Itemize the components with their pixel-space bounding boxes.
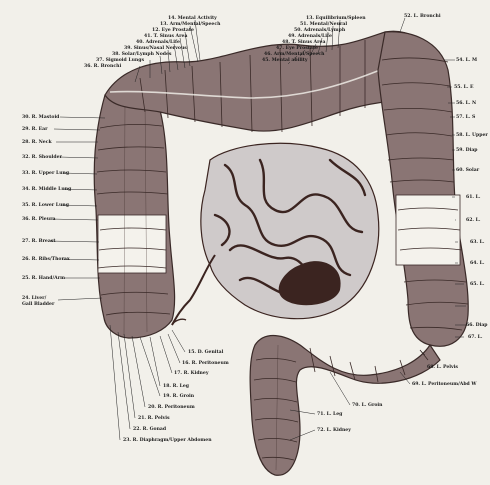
label-58: 58. L. Upper — [456, 133, 488, 138]
label-71-l-leg: 71. L. Leg — [317, 412, 342, 417]
label-34-r-middle-lung: 34. R. Middle Lung — [22, 187, 71, 192]
label-16-r-peritoneum: 16. R. Peritoneum — [182, 361, 229, 366]
label-19-r-groin: 19. R. Groin — [163, 394, 194, 399]
label-63: 63. L. — [470, 240, 484, 245]
label-21-r-pelvis: 21. R. Pelvis — [138, 416, 170, 421]
label-13-arm-mental-speech: 13. Arm/Mental/Speech — [160, 22, 221, 27]
label-68-l-pelvis: 68. L. Pelvis — [427, 365, 458, 370]
label-50-adrenals-lymph: 50. Adrenals/Lymph — [294, 28, 345, 33]
label-32-r-shoulder: 32. R. Shoulder — [22, 155, 62, 160]
label-57: 57. L. S — [456, 115, 475, 120]
label-65: 65. L. — [470, 282, 484, 287]
label-28-r-neck: 28. R. Neck — [22, 140, 52, 145]
label-14-mental-activity: 14. Mental Activity — [168, 16, 217, 21]
label-35-r-lower-lung: 35. R. Lower Lung — [22, 203, 69, 208]
label-24-liver: 24. Liver/ — [22, 296, 46, 301]
label-15-d-genital: 15. D. Genital — [188, 350, 223, 355]
label-27-r-breast: 27. R. Breast — [22, 239, 56, 244]
label-25-r-hand-arm: 25. R. Hand/Arm — [22, 276, 65, 281]
label-13-equilibrium-spleen: 13. Equilibrium/Spleen — [306, 16, 366, 21]
label-72-l-kidney: 72. L. Kidney — [317, 428, 351, 433]
label-39-sinus-nasal: 39. Sinus/Nasal Nervous — [124, 46, 187, 51]
label-47-eye-prostate: 47. Eye Prostate — [276, 46, 318, 51]
label-55: 55. L. E — [454, 85, 474, 90]
label-36-r-pleura: 36. R. Pleura — [22, 217, 55, 222]
label-29-r-ear: 29. R. Ear — [22, 127, 48, 132]
label-40-adrenals-life: 40. Adrenals/Life — [136, 40, 180, 45]
label-60: 60. Solar — [456, 168, 479, 173]
label-54: 54. L. M — [456, 58, 477, 63]
label-24-gall-bladder: Gall Bladder — [22, 302, 54, 307]
label-26-r-ribs-thorax: 26. R. Ribs/Thorax — [22, 257, 70, 262]
label-48-t-sinus-area: 48. T. Sinus Area — [282, 40, 325, 45]
descending-colon — [378, 32, 468, 346]
label-66: 66. Diap — [466, 323, 488, 328]
label-45-mental-ability: 45. Mental ability — [262, 58, 308, 63]
label-33-r-upper-lung: 33. R. Upper Lung — [22, 171, 69, 176]
label-12-eye-prostate: 12. Eye Prostate — [152, 28, 194, 33]
label-20-r-peritoneum: 20. R. Peritoneum — [148, 405, 195, 410]
label-37-sigmoid-lungs: 37. Sigmoid Lungs — [96, 58, 144, 63]
sigmoid-colon — [250, 336, 440, 476]
label-59: 59. Diap — [456, 148, 478, 153]
label-23-r-diaphragm: 23. R. Diaphragm/Upper Abdomen — [123, 438, 212, 443]
label-64: 64. L. — [470, 261, 484, 266]
label-22-r-gonad: 22. R. Gonad — [133, 427, 166, 432]
label-62: 62. L. — [466, 218, 480, 223]
label-30-r-mastoid: 30. R. Mastoid — [22, 115, 59, 120]
label-46-arm-mental-speech: 46. Arm/Mental/Speech — [264, 52, 325, 57]
label-49-adrenals-life: 49. Adrenals/Life — [288, 34, 332, 39]
label-70-l-groin: 70. L. Groin — [352, 403, 383, 408]
label-67: 67. L. — [468, 335, 482, 340]
label-51-mental-neural: 51. Mental/Neural — [300, 22, 347, 27]
label-52-l-bronchi: 52. L. Bronchi — [404, 14, 441, 19]
label-56: 56. L. N — [456, 101, 476, 106]
label-18-r-leg: 18. R. Leg — [163, 384, 189, 389]
small-intestine — [172, 143, 379, 325]
label-36-r-bronchi: 36. R. Bronchi — [84, 64, 121, 69]
label-41-t-sinus-area: 41. T. Sinus Area — [144, 34, 187, 39]
label-17-r-kidney: 17. R. Kidney — [174, 371, 209, 376]
label-38-solar-lymph: 38. Solar/Lymph Nodes — [112, 52, 172, 57]
ascending-colon — [94, 90, 174, 338]
label-69-l-peritoneum: 69. L. Peritoneum/Abd W — [412, 382, 477, 387]
label-61: 61. L. — [466, 195, 480, 200]
